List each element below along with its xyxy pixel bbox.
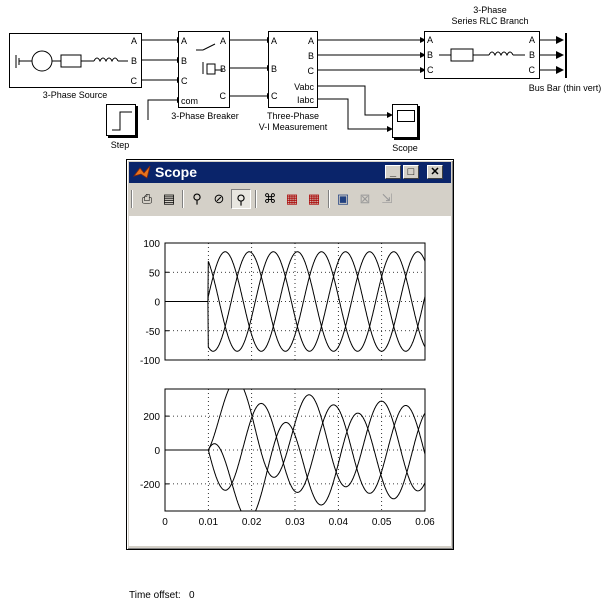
- zoom-y-icon[interactable]: ⚲: [231, 189, 251, 209]
- plot-area: 100 50 0 -50 -100 200 0 -200 0 0.01 0.02 0.03 0.04 0.…: [129, 216, 451, 601]
- source-label: 3-Phase Source: [42, 90, 108, 100]
- step-label: Step: [110, 140, 130, 150]
- breaker-label: 3-Phase Breaker: [171, 111, 239, 121]
- x-tick-label: 0.06: [415, 517, 435, 528]
- breaker-out-a: A: [219, 36, 226, 46]
- title-bar[interactable]: Scope _ □ ✕: [129, 162, 451, 183]
- step-icon: [112, 111, 132, 131]
- breaker-out-c: C: [219, 91, 227, 101]
- close-button[interactable]: ✕: [427, 165, 443, 179]
- y-tick-label: 100: [143, 239, 160, 250]
- breaker-switch-icon: [196, 43, 223, 75]
- source-port-b: B: [130, 56, 137, 66]
- toolbar-separator: [328, 190, 330, 208]
- meas-out-c: C: [307, 66, 315, 76]
- scope-window: Scope _ □ ✕ ⎙ ▤ ⚲ ⊘ ⚲ ⌘ ▦ ▦ ▣ ⊠ ⇲ 100 50 0…: [126, 159, 454, 601]
- meas-in-c: C: [271, 91, 278, 101]
- meas-in-b: B: [271, 64, 278, 74]
- source-port-a: A: [130, 36, 137, 46]
- meas-out-b: B: [307, 51, 314, 61]
- breaker-in-c: C: [181, 76, 188, 86]
- waveform-series-3: [165, 412, 426, 512]
- x-tick-label: 0.02: [242, 517, 262, 528]
- zoom-icon[interactable]: ⚲: [192, 191, 202, 206]
- meas-vabc: Vabc: [294, 82, 314, 92]
- rlc-branch-block[interactable]: A B C A B C: [424, 31, 540, 79]
- parameters-icon[interactable]: ▤: [162, 191, 176, 206]
- diagram-wires: [142, 33, 567, 132]
- breaker-in-a: A: [181, 36, 188, 46]
- signal-selection-icon[interactable]: ⇲: [381, 191, 393, 206]
- floating-scope-icon[interactable]: ▣: [336, 191, 350, 206]
- y-tick-label: -50: [146, 327, 161, 338]
- autoscale-icon[interactable]: ⌘: [263, 191, 277, 206]
- x-tick-label: 0.05: [372, 517, 392, 528]
- meas-out-a: A: [307, 36, 314, 46]
- measurement-label-1: Three-Phase: [266, 111, 320, 121]
- step-block[interactable]: [106, 104, 136, 136]
- scope-screen-icon: [397, 110, 415, 122]
- maximize-button[interactable]: □: [403, 165, 419, 179]
- rlc-in-a: A: [427, 35, 434, 45]
- time-offset-value: 0: [189, 590, 195, 601]
- scope-plots: 100 50 0 -50 -100 200 0 -200 0 0.01 0.02 0.03 0.04 0.…: [140, 239, 435, 528]
- meas-iabc: Iabc: [296, 95, 314, 105]
- minimize-button[interactable]: _: [385, 165, 401, 179]
- toolbar-separator: [255, 190, 257, 208]
- rlc-out-c: C: [528, 65, 536, 75]
- x-tick-label: 0.04: [329, 517, 349, 528]
- rlc-symbol-icon: [439, 48, 525, 62]
- rlc-out-a: A: [528, 35, 535, 45]
- breaker-in-b: B: [181, 56, 188, 66]
- time-offset-text: Time offset:: [129, 590, 181, 601]
- rlc-out-b: B: [528, 50, 535, 60]
- vi-measurement-block[interactable]: A B C A B C Vabc Iabc: [268, 31, 318, 108]
- rlc-label-2: Series RLC Branch: [451, 16, 529, 26]
- zoom-x-icon[interactable]: ⊘: [213, 191, 225, 206]
- y-tick-label: -100: [140, 356, 160, 367]
- restore-axes-icon[interactable]: ▦: [307, 191, 321, 206]
- rlc-in-c: C: [427, 65, 434, 75]
- x-tick-label: 0.03: [285, 517, 305, 528]
- toolbar-separator: [182, 190, 184, 208]
- print-icon[interactable]: ⎙: [141, 191, 153, 206]
- three-phase-breaker-block[interactable]: A B C com A B C: [178, 31, 230, 108]
- measurement-label-2: V-I Measurement: [258, 122, 328, 132]
- busbar-label: Bus Bar (thin vert): [528, 83, 602, 93]
- x-tick-label: 0.01: [199, 517, 219, 528]
- waveform-series-3: [165, 251, 426, 352]
- meas-in-a: A: [271, 36, 278, 46]
- scope-block[interactable]: [392, 104, 418, 138]
- source-port-c: C: [130, 76, 138, 86]
- toolbar-grip: [131, 190, 133, 208]
- y-tick-label: 50: [149, 268, 161, 279]
- toolbar: ⎙ ▤ ⚲ ⊘ ⚲ ⌘ ▦ ▦ ▣ ⊠ ⇲: [129, 184, 451, 214]
- y-tick-label: 0: [154, 298, 160, 309]
- matlab-logo-icon: [132, 165, 151, 179]
- source-symbol-icon: [15, 50, 128, 72]
- y-tick-label: 0: [154, 446, 160, 457]
- x-tick-label: 0: [162, 517, 168, 528]
- breaker-out-b: B: [219, 64, 226, 74]
- waveform-series-1: [165, 251, 426, 352]
- lock-icon[interactable]: ⊠: [359, 191, 371, 206]
- window-title: Scope: [155, 164, 198, 180]
- rlc-in-b: B: [427, 50, 434, 60]
- scope-label: Scope: [392, 143, 418, 153]
- save-axes-icon[interactable]: ▦: [285, 191, 299, 206]
- y-tick-label: -200: [140, 480, 160, 491]
- breaker-in-com: com: [181, 96, 199, 106]
- y-tick-label: 200: [143, 412, 160, 423]
- time-offset-label: Time offset: 0: [129, 590, 195, 601]
- three-phase-source-block[interactable]: A B C: [9, 33, 142, 88]
- rlc-label-1: 3-Phase: [473, 5, 507, 15]
